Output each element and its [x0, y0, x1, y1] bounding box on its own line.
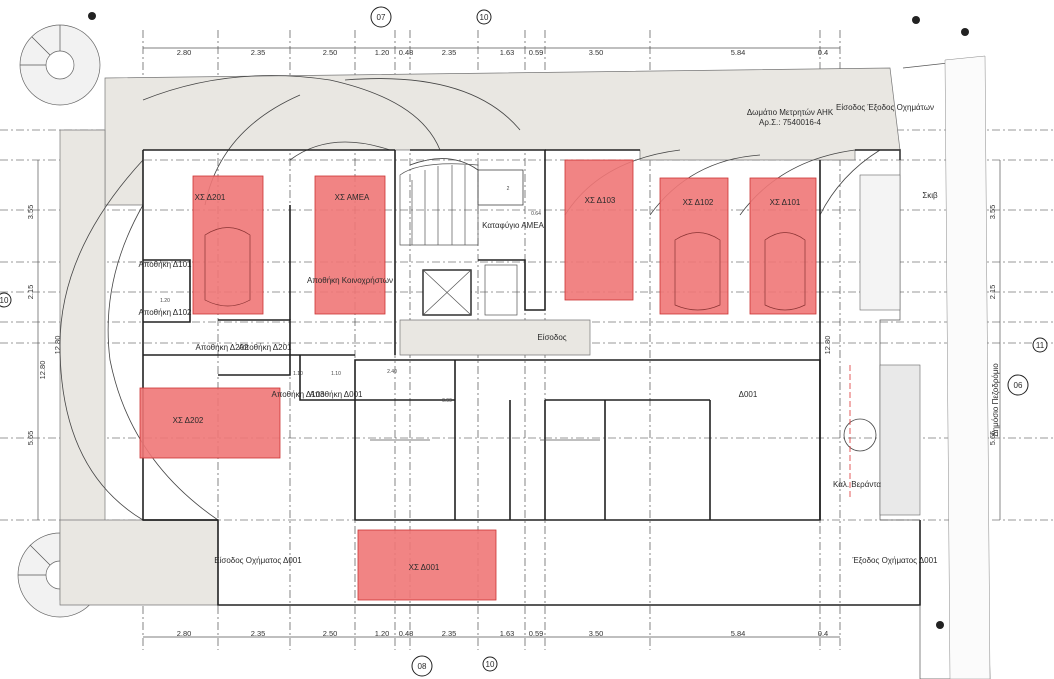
section-marker-top: 07 10: [370, 6, 492, 28]
dim-top-7: 1.63: [500, 48, 515, 57]
svg-text:10: 10: [486, 660, 495, 669]
right-dimension-chain: 3.55 2.15 5.65 12.80: [823, 160, 1001, 520]
dim-left-total: 12.80: [53, 336, 62, 355]
skip-label: Σκιβ: [922, 191, 938, 200]
stair-core: 2: [399, 163, 524, 246]
section-marker-left: 10: [0, 292, 12, 308]
bottom-dimension-chain: 2.80 2.35 2.50 1.20 0.48 2.35 1.63 0.59 …: [143, 629, 840, 638]
elevator-shaft: [422, 264, 518, 316]
parking-bay-d201: ΧΣ Δ201: [192, 175, 264, 315]
dim-right-2: 2.15: [988, 285, 997, 300]
meter-ref-label: Αρ.Σ.: 7540016-4: [759, 118, 822, 127]
dim-right-total: 12.80: [823, 336, 832, 355]
svg-text:10: 10: [0, 296, 9, 305]
dim-110b: 1.10: [331, 371, 341, 377]
dim-bottom-10: 5.84: [731, 629, 746, 638]
dim-top-5: 0.48: [399, 48, 414, 57]
dim-bottom-5: 0.48: [399, 629, 414, 638]
room-labels: Δωμάτιο Μετρητών ΑΗΚ Αρ.Σ.: 7540016-4 Εί…: [138, 103, 1000, 565]
svg-text:07: 07: [377, 13, 386, 22]
dim-top-1: 2.80: [177, 48, 192, 57]
store-d103-label: Αποθήκη Δ103: [271, 390, 325, 399]
svg-text:ΧΣ Δ103: ΧΣ Δ103: [585, 196, 616, 205]
store-d201-label: Αποθήκη Δ201: [238, 343, 292, 352]
building-walls: [142, 59, 991, 679]
dim-bottom-6: 2.35: [442, 629, 457, 638]
dim-left-3: 5.65: [26, 431, 35, 446]
dim-bottom-1: 2.80: [177, 629, 192, 638]
dim-bottom-9: 3.50: [589, 629, 604, 638]
exterior-stair-top-left: [19, 24, 101, 106]
dim-bottom-3: 2.50: [323, 629, 338, 638]
apartment-d001-label: Δ001: [739, 390, 758, 399]
store-d001-label: Αποθήκη Δ001: [309, 390, 363, 399]
dim-099: 0.99: [442, 398, 452, 404]
public-sidewalk: [944, 55, 991, 679]
interior-partitions: [355, 360, 711, 520]
dim-left-2: 2.15: [26, 285, 35, 300]
left-dimension-chain: 3.55 2.15 5.65 12.80 12.80: [26, 160, 62, 520]
veranda-planter: [843, 174, 921, 516]
dim-bottom-2: 2.35: [251, 629, 266, 638]
svg-text:08: 08: [418, 662, 427, 671]
dim-bottom-11: 0.4: [818, 629, 828, 638]
dim-bottom-4: 1.20: [375, 629, 390, 638]
svg-text:ΧΣ Δ202: ΧΣ Δ202: [173, 416, 204, 425]
section-marker-right: 06 11: [1007, 337, 1048, 396]
shelter-amea-label: Καταφύγιο ΑΜΕΑ: [482, 221, 544, 230]
svg-text:11: 11: [1036, 341, 1045, 350]
store-d202-label: Αποθήκη Δ202: [195, 343, 249, 352]
veranda-label: Καλ. Βεράντα: [833, 480, 881, 489]
svg-text:ΧΣ Δ201: ΧΣ Δ201: [195, 193, 226, 202]
parking-bay-d101: ΧΣ Δ101: [749, 177, 817, 315]
dim-110a: 1.10: [293, 371, 303, 377]
svg-text:ΧΣ Δ001: ΧΣ Δ001: [409, 563, 440, 572]
store-d101-label: Αποθήκη Δ101: [138, 260, 192, 269]
section-marker-bottom: 08 10: [411, 655, 498, 677]
svg-text:ΧΣ Δ102: ΧΣ Δ102: [683, 198, 714, 207]
dim-120: 1.20: [160, 298, 170, 304]
meter-room-label: Δωμάτιο Μετρητών ΑΗΚ: [747, 108, 834, 117]
parking-bay-d103: ΧΣ Δ103: [564, 159, 634, 301]
vehicle-exit-right-label: Έξοδος Οχήματος Δ001: [852, 556, 939, 565]
dim-bottom-7: 1.63: [500, 629, 515, 638]
driveway-ramp: [59, 67, 901, 606]
dim-top-2: 2.35: [251, 48, 266, 57]
parking-bay-d202: ΧΣ Δ202: [139, 387, 281, 459]
turning-arcs: [59, 75, 881, 521]
dim-240: 2.40: [387, 369, 397, 375]
svg-text:06: 06: [1014, 381, 1023, 390]
svg-text:2: 2: [507, 186, 510, 192]
svg-text:ΧΣ Δ101: ΧΣ Δ101: [770, 198, 801, 207]
dim-top-3: 2.50: [323, 48, 338, 57]
small-dimensions: 1.20 0.64 1.10 1.10 2.40 0.99: [160, 211, 541, 404]
store-d102-label: Αποθήκη Δ102: [138, 308, 192, 317]
parking-bay-d001: ΧΣ Δ001: [357, 529, 497, 601]
dim-top-9: 3.50: [589, 48, 604, 57]
dim-right-3: 5.65: [988, 431, 997, 446]
dim-top-10: 5.84: [731, 48, 746, 57]
parking-bay-amea: ΧΣ ΑΜΕΑ: [314, 175, 386, 315]
dim-top-6: 2.35: [442, 48, 457, 57]
dim-top-11: 0.4: [818, 48, 828, 57]
entry-exit-label: Είσοδος Έξοδος Οχημάτων: [836, 103, 934, 112]
sidewalk-label: Δημόσιο Πεζοδρόμιο: [991, 363, 1000, 437]
svg-text:ΧΣ ΑΜΕΑ: ΧΣ ΑΜΕΑ: [335, 193, 370, 202]
store-common-label: Αποθήκη Κοινοχρήστων: [307, 276, 393, 285]
dim-bottom-8: 0.59: [529, 629, 544, 638]
dim-064: 0.64: [531, 211, 541, 217]
svg-text:10: 10: [480, 13, 489, 22]
dim-left-1: 3.55: [26, 205, 35, 220]
dim-right-1: 3.55: [988, 205, 997, 220]
entrance-label: Είσοδος: [537, 333, 566, 342]
dim-top-8: 0.59: [529, 48, 544, 57]
dim-top-4: 1.20: [375, 48, 390, 57]
dim-left-total-b: 12.80: [38, 361, 47, 380]
parking-bay-d102: ΧΣ Δ102: [659, 177, 729, 315]
top-dimension-chain: 2.80 2.35 2.50 1.20 0.48 2.35 1.63 0.59 …: [143, 47, 840, 57]
vehicle-entry-left-label: Είσοδος Οχήματος Δ001: [214, 556, 302, 565]
